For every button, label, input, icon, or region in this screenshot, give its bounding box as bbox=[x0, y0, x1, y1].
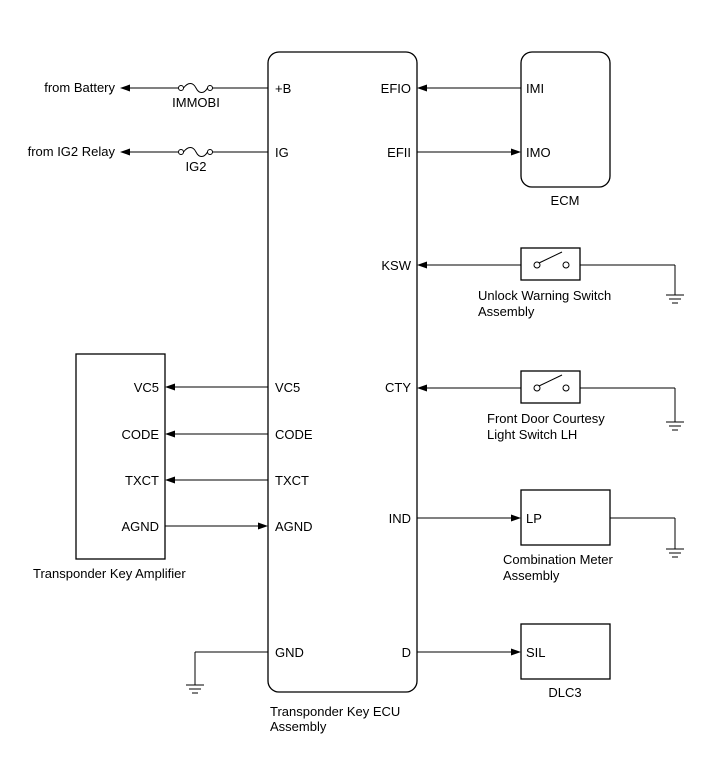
ecm: IMI IMO ECM bbox=[417, 51, 611, 208]
dlc3-label: DLC3 bbox=[548, 685, 581, 700]
amp-pin-txct: TXCT bbox=[125, 473, 159, 488]
ecu-pin-ksw: KSW bbox=[381, 258, 411, 273]
d-arrow bbox=[511, 648, 521, 656]
courtesy-switch-lever bbox=[538, 374, 563, 387]
ig2-fuse-symbol bbox=[178, 147, 213, 157]
unlock-ground-icon bbox=[666, 294, 684, 304]
battery-input: from Battery IMMOBI bbox=[44, 80, 268, 110]
battery-arrow bbox=[120, 84, 130, 92]
unlock-switch-lever bbox=[538, 251, 563, 264]
fuse-ig2-label: IG2 bbox=[186, 159, 207, 174]
ecu-pin-efio: EFIO bbox=[381, 81, 411, 96]
ecu-pin-efii: EFII bbox=[387, 145, 411, 160]
ecu-label-line2: Assembly bbox=[270, 719, 327, 734]
from-battery-label: from Battery bbox=[44, 80, 115, 95]
meter-label-line1: Combination Meter bbox=[503, 552, 613, 567]
dlc3: SIL DLC3 bbox=[417, 623, 611, 700]
ecu-pin-cty: CTY bbox=[385, 380, 411, 395]
efio-arrow bbox=[417, 84, 427, 92]
from-ig2-relay-label: from IG2 Relay bbox=[28, 144, 116, 159]
amplifier-box bbox=[75, 353, 166, 560]
amp-pin-code: CODE bbox=[121, 427, 159, 442]
ecu-ground bbox=[186, 651, 268, 694]
ecu-pin-b: +B bbox=[275, 81, 291, 96]
dlc3-pin-sil: SIL bbox=[526, 645, 546, 660]
ecu-pin-ind: IND bbox=[389, 511, 411, 526]
ksw-arrow bbox=[417, 261, 427, 269]
unlock-switch-label-line2: Assembly bbox=[478, 304, 535, 319]
amp-pin-agnd: AGND bbox=[121, 519, 159, 534]
courtesy-switch-box bbox=[520, 370, 581, 404]
meter-label-line2: Assembly bbox=[503, 568, 560, 583]
ecm-pin-imi: IMI bbox=[526, 81, 544, 96]
txct-arrow bbox=[165, 476, 175, 484]
meter-ground-icon bbox=[666, 548, 684, 558]
courtesy-switch-label-line1: Front Door Courtesy bbox=[487, 411, 605, 426]
ecu-ground-icon bbox=[186, 684, 204, 694]
cty-arrow bbox=[417, 384, 427, 392]
ecu-pin-code: CODE bbox=[275, 427, 313, 442]
vc5-arrow bbox=[165, 383, 175, 391]
ecu-pin-agnd: AGND bbox=[275, 519, 313, 534]
ecu-pin-gnd: GND bbox=[275, 645, 304, 660]
efii-arrow bbox=[511, 148, 521, 156]
transponder-key-amplifier: VC5 CODE TXCT AGND Transponder Key Ampli… bbox=[33, 353, 268, 581]
courtesy-ground-icon bbox=[666, 421, 684, 431]
meter-pin-lp: LP bbox=[526, 511, 542, 526]
transponder-key-ecu: +B IG VC5 CODE TXCT AGND GND EFIO EFII K… bbox=[267, 51, 418, 734]
courtesy-switch-label-line2: Light Switch LH bbox=[487, 427, 577, 442]
amplifier-label: Transponder Key Amplifier bbox=[33, 566, 186, 581]
dlc3-box bbox=[520, 623, 611, 680]
ecu-pin-txct: TXCT bbox=[275, 473, 309, 488]
code-arrow bbox=[165, 430, 175, 438]
ig2-relay-input: from IG2 Relay IG2 bbox=[28, 144, 268, 174]
unlock-switch-box bbox=[520, 247, 581, 281]
ecm-box bbox=[520, 51, 611, 188]
front-door-courtesy-switch: Front Door Courtesy Light Switch LH bbox=[417, 370, 684, 442]
ecu-label-line1: Transponder Key ECU bbox=[270, 704, 400, 719]
combination-meter: LP Combination Meter Assembly bbox=[417, 489, 684, 583]
ecu-box bbox=[267, 51, 418, 693]
unlock-warning-switch: Unlock Warning Switch Assembly bbox=[417, 247, 684, 319]
agnd-arrow bbox=[258, 522, 268, 530]
ecm-label: ECM bbox=[551, 193, 580, 208]
ecu-pin-d: D bbox=[402, 645, 411, 660]
ecu-pin-vc5: VC5 bbox=[275, 380, 300, 395]
amp-pin-vc5: VC5 bbox=[134, 380, 159, 395]
fuse-immobi-label: IMMOBI bbox=[172, 95, 220, 110]
ig2-arrow bbox=[120, 148, 130, 156]
ind-arrow bbox=[511, 514, 521, 522]
ecu-pin-ig: IG bbox=[275, 145, 289, 160]
immobi-fuse-symbol bbox=[178, 83, 213, 93]
unlock-switch-label-line1: Unlock Warning Switch bbox=[478, 288, 611, 303]
ecm-pin-imo: IMO bbox=[526, 145, 551, 160]
